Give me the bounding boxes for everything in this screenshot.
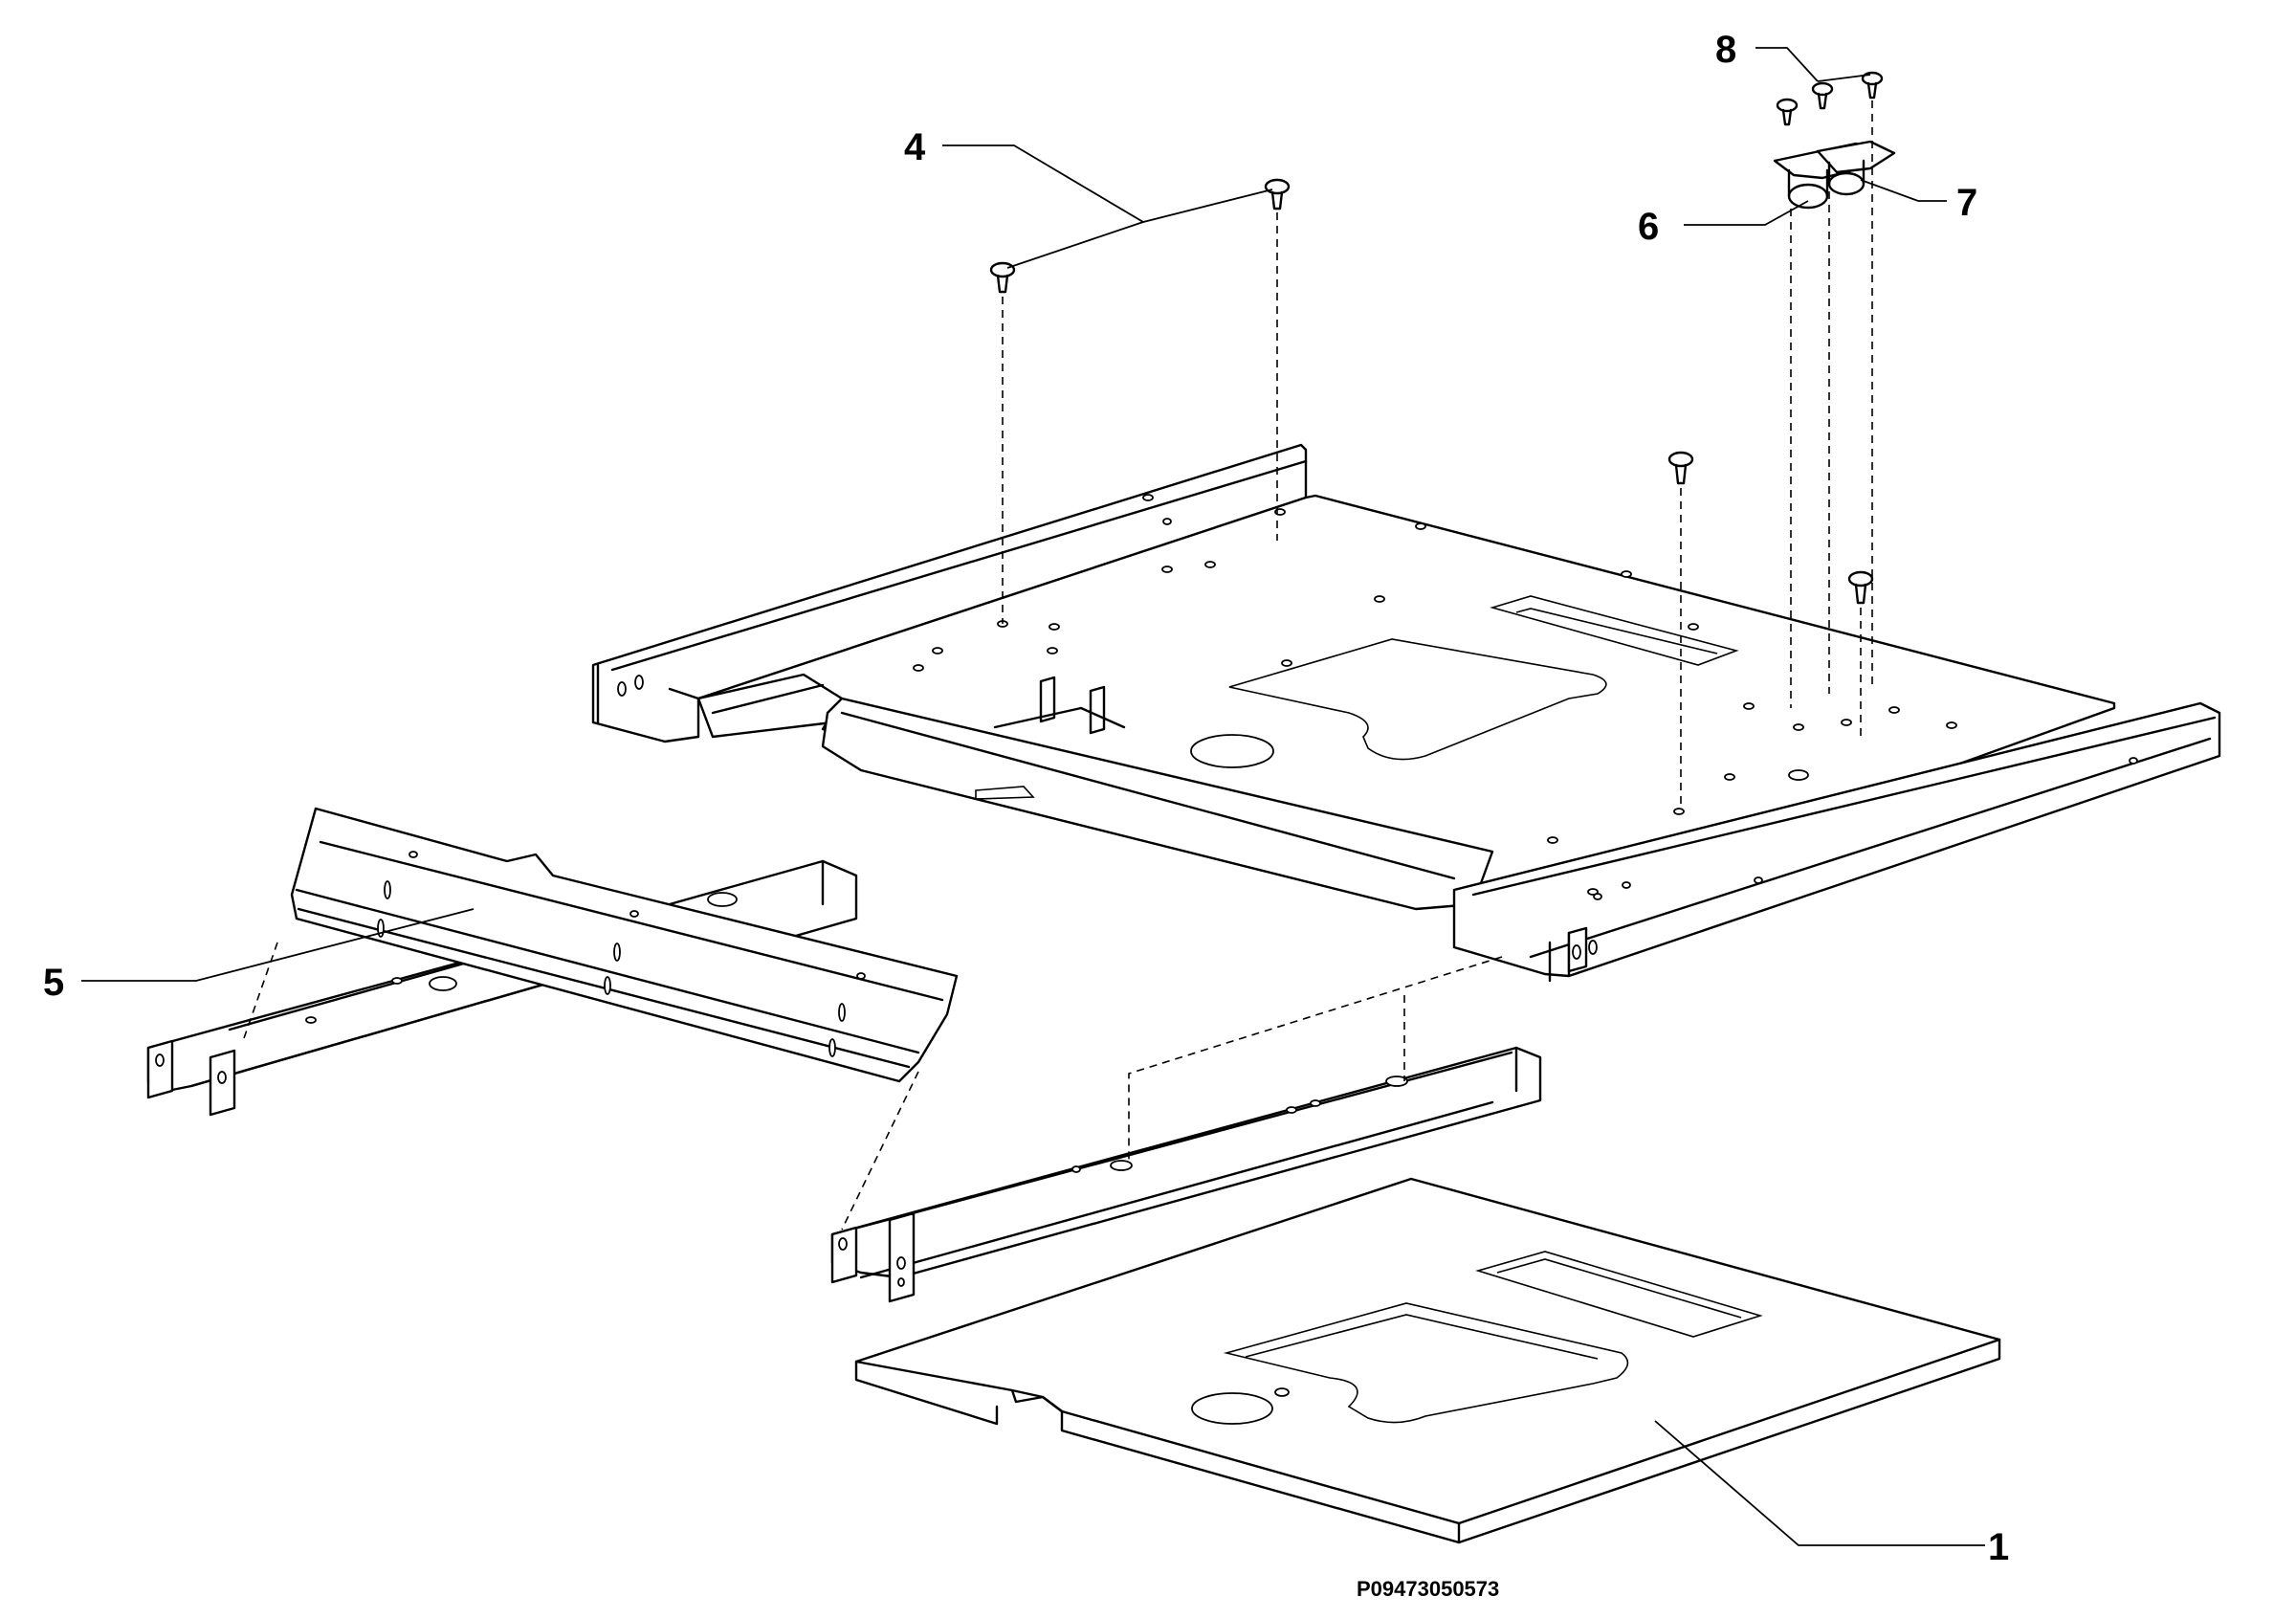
callout-6: 6 bbox=[1638, 206, 1659, 248]
parts-6-7-brackets bbox=[1773, 140, 1896, 210]
main-chassis-plate bbox=[591, 443, 2221, 983]
screw-4c bbox=[1667, 451, 1694, 485]
callout-labels: 4 8 6 7 5 1 bbox=[43, 29, 2009, 1568]
leader-4b bbox=[1006, 221, 1144, 269]
lower-front-rail bbox=[830, 1046, 1542, 1303]
screw-4a bbox=[989, 261, 1016, 294]
leader-7 bbox=[1860, 179, 1947, 202]
leader-5 bbox=[81, 908, 475, 982]
leader-8b bbox=[1817, 74, 1871, 82]
callout-4: 4 bbox=[904, 126, 926, 168]
callout-5: 5 bbox=[43, 962, 64, 1004]
leader-1 bbox=[1654, 1420, 1985, 1546]
screw-4d bbox=[1847, 570, 1874, 605]
assembly-dash-lines bbox=[243, 100, 1873, 1231]
reference-code: P09473050573 bbox=[1357, 1577, 1499, 1601]
part-8-screws bbox=[1776, 71, 1884, 126]
part-5-side-assembly bbox=[146, 807, 959, 1117]
screw-4b bbox=[1264, 178, 1291, 211]
part-1-floor-panel bbox=[854, 1177, 2001, 1544]
leader-6 bbox=[1684, 200, 1809, 226]
callout-7: 7 bbox=[1956, 182, 1977, 224]
callout-1: 1 bbox=[1988, 1526, 2009, 1568]
leader-4 bbox=[942, 144, 1273, 223]
leader-lines bbox=[81, 47, 1985, 1546]
leader-8 bbox=[1755, 47, 1819, 82]
callout-8: 8 bbox=[1715, 29, 1736, 71]
